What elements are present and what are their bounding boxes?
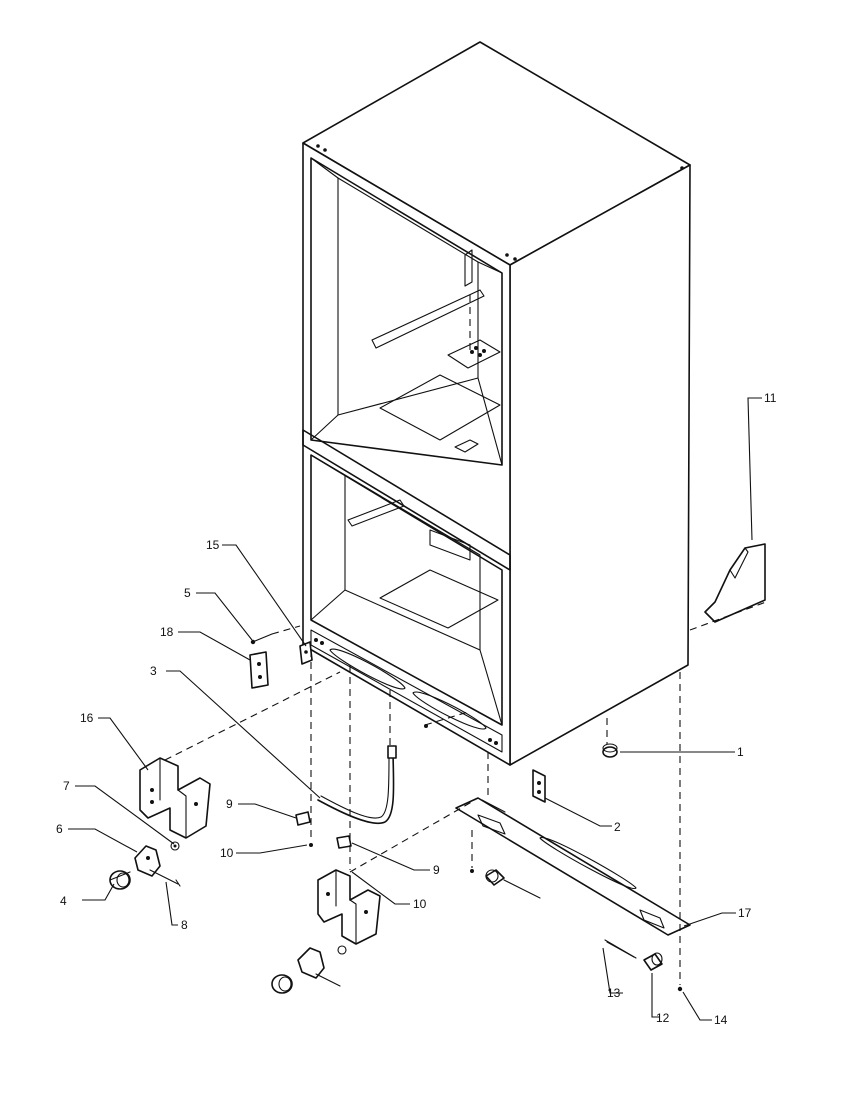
pin-part-13 bbox=[604, 939, 637, 959]
screw-part-14 bbox=[677, 672, 683, 992]
bolt-part-8 bbox=[149, 869, 181, 887]
callout-9-right: 9 bbox=[433, 863, 440, 877]
refrigerator-cabinet bbox=[302, 41, 691, 766]
clip-part-9a bbox=[295, 811, 311, 826]
roller-assembly-right bbox=[470, 830, 541, 899]
callout-4: 4 bbox=[60, 894, 67, 908]
leveling-foot-part-1 bbox=[602, 718, 618, 758]
clip-part-9b bbox=[336, 835, 352, 849]
plate-part-18 bbox=[249, 651, 269, 689]
kick-plate-part-17 bbox=[455, 797, 691, 936]
nut-part-7 bbox=[170, 841, 180, 851]
tube-part-3 bbox=[317, 745, 397, 825]
caster-bracket-part-16 bbox=[139, 757, 211, 839]
callout-15: 15 bbox=[206, 538, 220, 552]
bracket-part-2 bbox=[532, 769, 546, 803]
caster-bracket-center bbox=[317, 869, 381, 945]
callout-10-right: 10 bbox=[413, 897, 427, 911]
callout-18: 18 bbox=[160, 625, 174, 639]
callout-8: 8 bbox=[181, 918, 188, 932]
bracket-part-15 bbox=[299, 641, 313, 665]
roller-part-12 bbox=[643, 952, 663, 971]
callout-6: 6 bbox=[56, 822, 63, 836]
callout-1: 1 bbox=[737, 745, 744, 759]
caster-mount-part-6 bbox=[134, 845, 161, 877]
callout-3: 3 bbox=[150, 664, 157, 678]
callout-13: 13 bbox=[607, 986, 621, 1000]
caster-assembly-center bbox=[271, 945, 347, 994]
callout-5: 5 bbox=[184, 586, 191, 600]
callout-12: 12 bbox=[656, 1011, 670, 1025]
callout-14: 14 bbox=[714, 1013, 728, 1027]
callout-11: 11 bbox=[764, 391, 777, 405]
callout-labels: 1 2 3 4 5 6 7 8 9 9 10 10 11 12 13 14 15… bbox=[56, 391, 777, 1027]
callout-10-left: 10 bbox=[220, 846, 234, 860]
leader-lines bbox=[68, 397, 762, 1021]
side-trim-part-11 bbox=[704, 543, 766, 623]
caster-wheel-part-4 bbox=[109, 870, 131, 890]
callout-16: 16 bbox=[80, 711, 94, 725]
assembly-lines bbox=[164, 601, 767, 873]
callout-2: 2 bbox=[614, 820, 621, 834]
callout-17: 17 bbox=[738, 906, 752, 920]
callout-7: 7 bbox=[63, 779, 70, 793]
callout-9-left: 9 bbox=[226, 797, 233, 811]
screw-part-5 bbox=[250, 625, 301, 645]
